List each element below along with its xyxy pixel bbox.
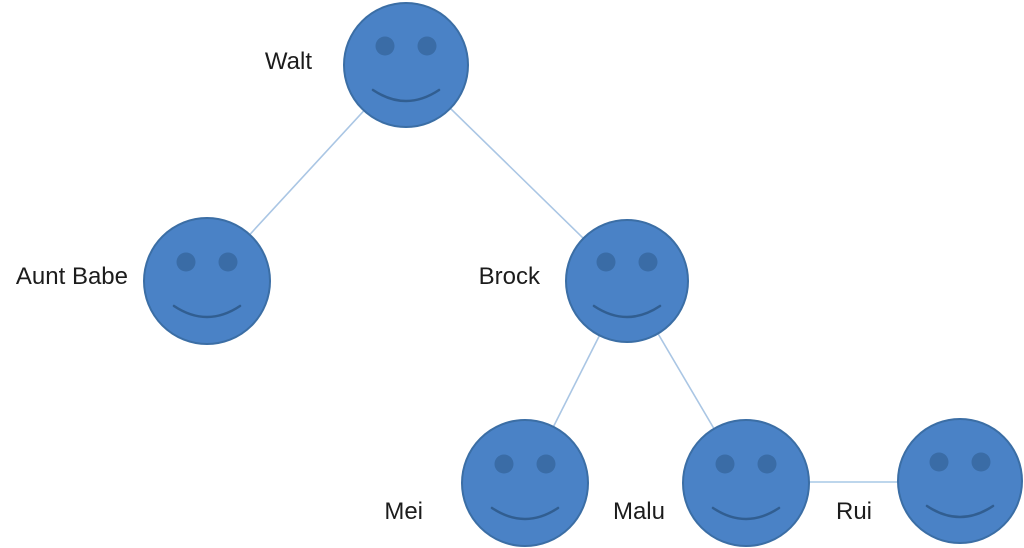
face-circle [461, 419, 589, 547]
smile-icon [371, 88, 441, 103]
person-label-walt: Walt [264, 48, 312, 75]
person-label-aunt-babe: Aunt Babe [15, 263, 128, 290]
left-eye-icon [176, 252, 196, 272]
smile-icon [925, 504, 995, 519]
right-eye-icon [757, 454, 777, 474]
person-node-aunt-babe [143, 217, 271, 345]
right-eye-icon [417, 36, 437, 56]
face-circle [143, 217, 271, 345]
person-node-rui [897, 418, 1023, 544]
right-eye-icon [218, 252, 238, 272]
smile-icon [172, 304, 242, 319]
left-eye-icon [929, 452, 949, 472]
smile-icon [490, 506, 560, 521]
person-node-walt [343, 2, 469, 128]
smile-icon [592, 304, 662, 319]
right-eye-icon [638, 252, 658, 272]
face-circle [897, 418, 1023, 544]
person-node-malu [682, 419, 810, 547]
left-eye-icon [715, 454, 735, 474]
face-circle [343, 2, 469, 128]
person-label-rui: Rui [835, 498, 872, 525]
person-node-mei [461, 419, 589, 547]
left-eye-icon [494, 454, 514, 474]
smile-icon [711, 506, 781, 521]
person-label-mei: Mei [384, 498, 423, 525]
face-circle [565, 219, 689, 343]
person-label-malu: Malu [612, 498, 665, 525]
person-label-brock: Brock [478, 263, 540, 290]
right-eye-icon [971, 452, 991, 472]
left-eye-icon [596, 252, 616, 272]
right-eye-icon [536, 454, 556, 474]
left-eye-icon [375, 36, 395, 56]
face-circle [682, 419, 810, 547]
person-node-brock [565, 219, 689, 343]
